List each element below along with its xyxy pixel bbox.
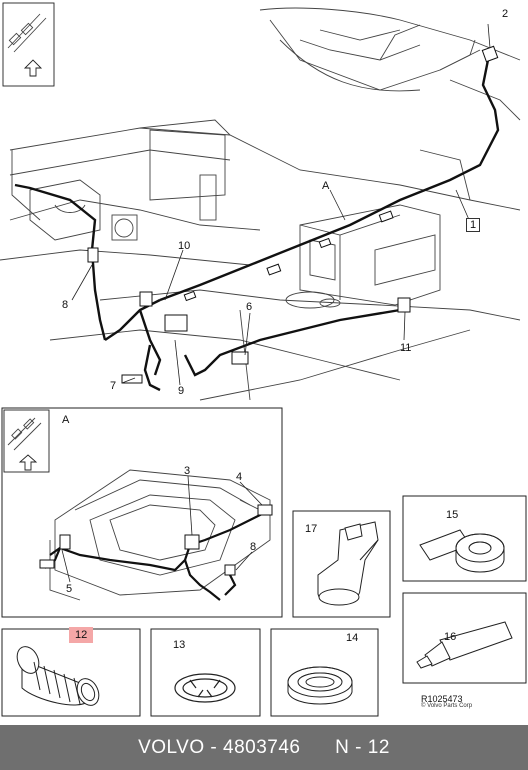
callout-14: 14 [346,632,359,644]
callout-9: 9 [178,385,185,397]
callout-10: 10 [178,240,191,252]
callout-2: 2 [502,8,509,20]
footer-brand: VOLVO [138,736,205,758]
reference-code: R1025473 [421,694,463,704]
callout-15: 15 [446,509,459,521]
callout-17: 17 [305,523,318,535]
footer-gap [300,737,335,759]
callout-12-highlighted: 12 [69,627,94,643]
callout-16: 16 [444,631,457,643]
callout-11: 11 [400,342,412,354]
callout-1: 1 [466,218,481,232]
callout-a: A [322,180,330,192]
parts-diagram: 2 A 1 10 8 6 11 7 9 A 3 4 8 5 17 15 16 1… [0,2,527,717]
detail-a-marker: A [62,414,70,426]
callout-8-detail: 8 [250,541,257,553]
copyright-notice: © Volvo Parts Corp [421,703,473,709]
callout-6: 6 [246,301,253,313]
part-number-footer: VOLVO - 4803746 N - 12 [0,725,528,770]
footer-part-number: 4803746 [223,736,301,758]
callout-7: 7 [110,380,117,392]
callout-13: 13 [173,639,186,651]
footer-section: N - 12 [335,736,390,758]
callout-4: 4 [236,471,243,483]
callout-8: 8 [62,299,69,311]
footer-separator: - [210,736,218,758]
callout-5: 5 [66,583,73,595]
callout-3: 3 [184,465,191,477]
main-assembly-drawing [0,2,527,717]
